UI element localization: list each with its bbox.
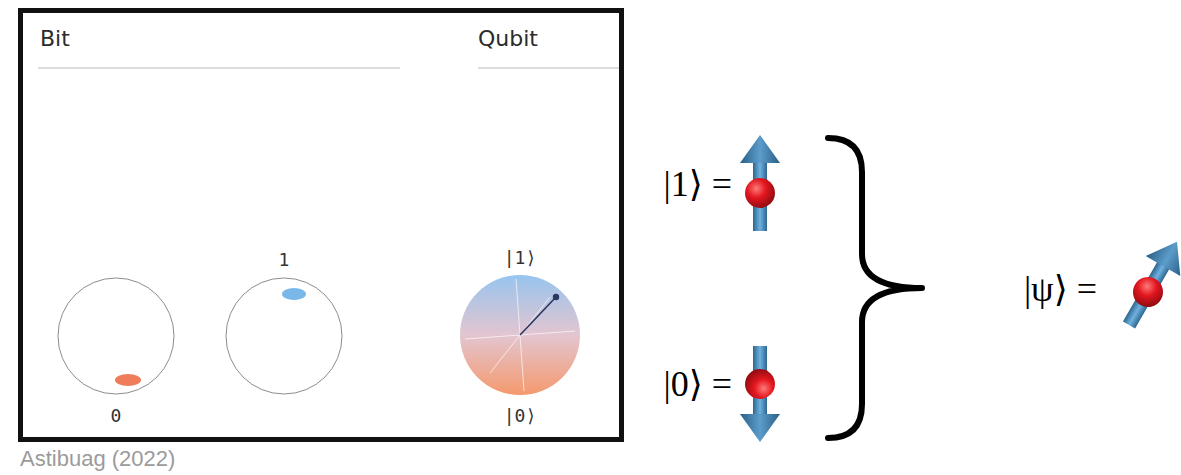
node-outline (225, 277, 343, 395)
state-dot (282, 288, 306, 300)
bit-circle: 0 (57, 277, 175, 395)
equation-label: |0⟩ = (663, 363, 732, 406)
node-outline (460, 275, 580, 395)
state-vector-tip (553, 294, 559, 300)
equation-label: |1⟩ = (663, 163, 732, 206)
comparison-panel: 01|1⟩|0⟩BitQubit (18, 8, 624, 442)
heading-rule (478, 67, 620, 69)
spin-down-symbol (740, 346, 780, 442)
spin-up-symbol (740, 135, 780, 231)
panel-heading: Qubit (478, 26, 538, 52)
state-label: |0⟩ (460, 405, 580, 427)
equation-label: |ψ⟩ = (1024, 268, 1097, 311)
node-outline (57, 277, 175, 395)
state-label: |1⟩ (460, 247, 580, 269)
bit-circle: 1 (225, 277, 343, 395)
bit-outline (226, 278, 342, 394)
spin-tilted-symbol (1112, 232, 1181, 335)
bit-value: 1 (225, 249, 343, 271)
caption: Astibuag (2022) (20, 446, 175, 472)
bit-value: 0 (57, 405, 175, 427)
curly-brace (828, 138, 922, 438)
panel-heading: Bit (40, 26, 70, 52)
sphere-body (460, 275, 580, 395)
bit-outline (58, 278, 174, 394)
bloch-sphere: |1⟩|0⟩ (460, 275, 580, 395)
state-vector (520, 297, 556, 335)
heading-rule (38, 67, 400, 69)
state-dot (115, 374, 141, 386)
